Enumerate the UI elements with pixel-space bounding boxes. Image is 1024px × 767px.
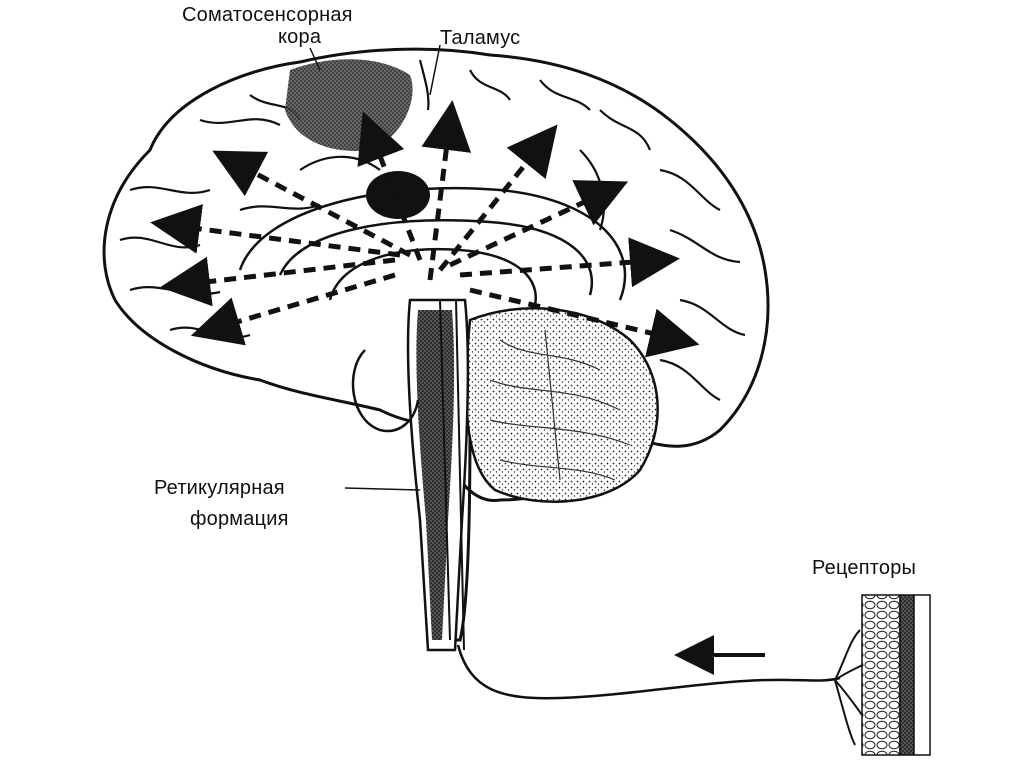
somatosensory-cortex-label-line2: кора [278, 26, 321, 48]
sensory-nerve [458, 645, 840, 698]
thalamus-body [366, 171, 430, 219]
thalamus-label: Таламус [440, 27, 520, 49]
receptors-label: Рецепторы [812, 557, 916, 579]
receptor-tissue-layer [900, 595, 914, 755]
reticular-formation-label-line2: формация [190, 508, 289, 530]
reticular-formation-label-line1: Ретикулярная [154, 477, 285, 499]
somatosensory-cortex-label-line1: Соматосенсорная [182, 4, 353, 26]
receptor-tissue [862, 595, 900, 755]
